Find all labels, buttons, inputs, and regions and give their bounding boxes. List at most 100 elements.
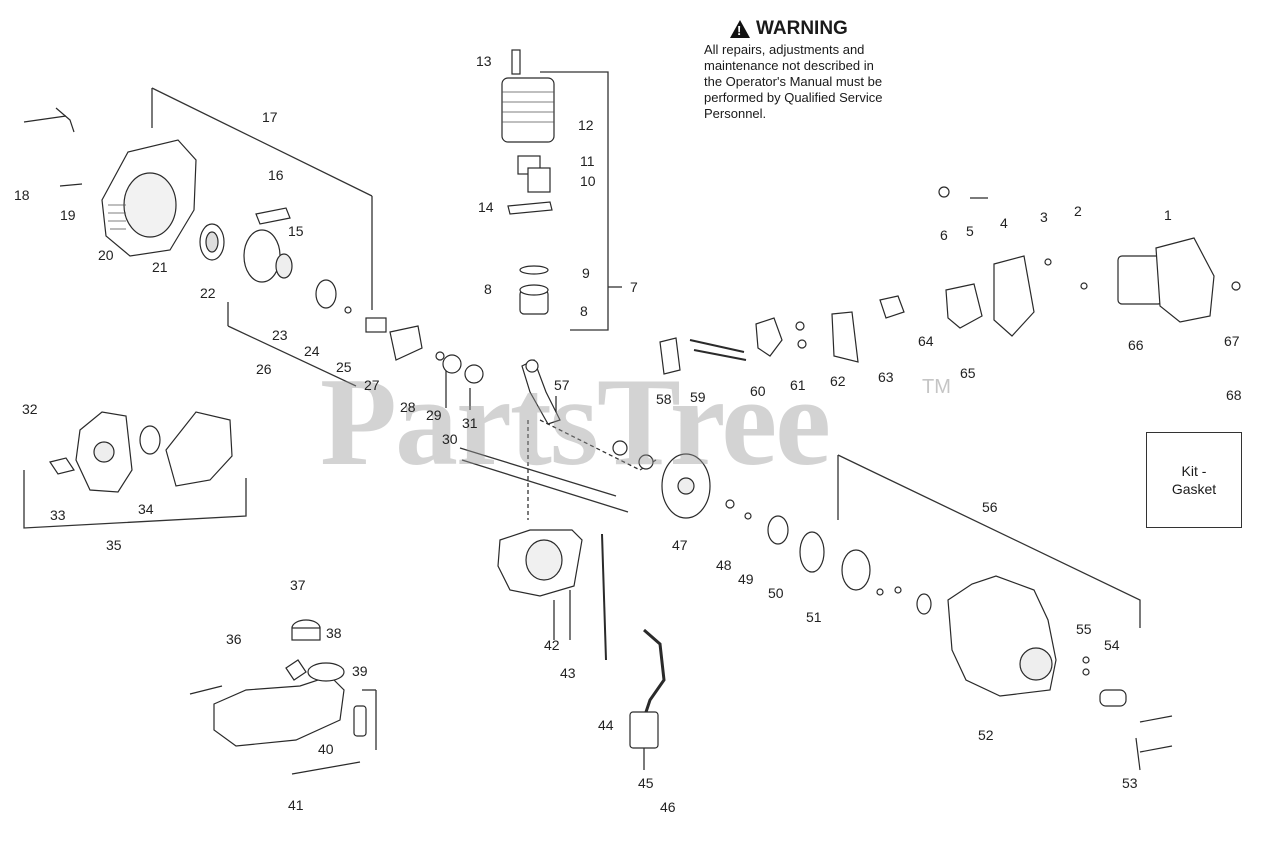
callout-7[interactable]: 7	[630, 279, 638, 295]
callout-38[interactable]: 38	[326, 625, 342, 641]
callout-45[interactable]: 45	[638, 775, 654, 791]
callout-51[interactable]: 51	[806, 609, 822, 625]
callout-33[interactable]: 33	[50, 507, 66, 523]
callout-37[interactable]: 37	[290, 577, 306, 593]
callout-61[interactable]: 61	[790, 377, 806, 393]
callout-50[interactable]: 50	[768, 585, 784, 601]
callout-39[interactable]: 39	[352, 663, 368, 679]
callout-58[interactable]: 58	[656, 391, 672, 407]
callout-62[interactable]: 62	[830, 373, 846, 389]
warning-triangle-icon	[730, 20, 750, 38]
callout-9[interactable]: 9	[582, 265, 590, 281]
callout-5[interactable]: 5	[966, 223, 974, 239]
callout-11[interactable]: 11	[580, 153, 595, 169]
callout-67[interactable]: 67	[1224, 333, 1240, 349]
callout-4[interactable]: 4	[1000, 215, 1008, 231]
callout-2[interactable]: 2	[1074, 203, 1082, 219]
callout-3[interactable]: 3	[1040, 209, 1048, 225]
callout-8a[interactable]: 8	[484, 281, 492, 297]
callout-35[interactable]: 35	[106, 537, 122, 553]
callout-12[interactable]: 12	[578, 117, 594, 133]
callout-13[interactable]: 13	[476, 53, 492, 69]
callout-18[interactable]: 18	[14, 187, 30, 203]
part-53-screw-a	[1139, 715, 1173, 723]
callout-23[interactable]: 23	[272, 327, 288, 343]
callout-10[interactable]: 10	[580, 173, 596, 189]
callout-57[interactable]: 57	[554, 377, 570, 393]
kit-label: Kit -	[1181, 463, 1207, 479]
callout-1[interactable]: 1	[1164, 207, 1172, 223]
callout-49[interactable]: 49	[738, 571, 754, 587]
callout-15[interactable]: 15	[288, 223, 304, 239]
part-45-module	[629, 711, 659, 749]
part-27-sleeve	[365, 317, 387, 333]
axis-line-30	[459, 447, 617, 497]
part-pinion-b	[638, 454, 654, 470]
part-18-rod	[23, 115, 67, 123]
callout-59[interactable]: 59	[690, 389, 706, 405]
warning-line-5: Personnel.	[704, 106, 767, 121]
callout-32[interactable]: 32	[22, 401, 38, 417]
callout-64[interactable]: 64	[918, 333, 934, 349]
callout-66[interactable]: 66	[1128, 337, 1144, 353]
callout-54[interactable]: 54	[1104, 637, 1120, 653]
callout-28[interactable]: 28	[400, 399, 416, 415]
part-66-filter	[1117, 255, 1163, 305]
callout-65[interactable]: 65	[960, 365, 976, 381]
callout-29[interactable]: 29	[426, 407, 442, 423]
part-28-coil	[389, 325, 423, 361]
callout-52[interactable]: 52	[978, 727, 994, 743]
part-39-filter	[353, 705, 367, 737]
callout-53[interactable]: 53	[1122, 775, 1138, 791]
callout-34[interactable]: 34	[138, 501, 154, 517]
part-10-gasket	[527, 167, 551, 193]
callout-25[interactable]: 25	[336, 359, 352, 375]
callout-22[interactable]: 22	[200, 285, 216, 301]
callout-17[interactable]: 17	[262, 109, 278, 125]
callout-43[interactable]: 43	[560, 665, 576, 681]
part-8-piston-top	[519, 284, 549, 296]
callout-8b[interactable]: 8	[580, 303, 588, 319]
callout-27[interactable]: 27	[364, 377, 380, 393]
axis-line-30b	[461, 459, 629, 513]
kit-gasket-box[interactable]: Kit - Gasket	[1146, 432, 1242, 528]
callout-24[interactable]: 24	[304, 343, 320, 359]
callout-41[interactable]: 41	[288, 797, 304, 813]
callout-30[interactable]: 30	[442, 431, 458, 447]
callout-44[interactable]: 44	[598, 717, 614, 733]
callout-31[interactable]: 31	[462, 415, 478, 431]
callout-36[interactable]: 36	[226, 631, 242, 647]
part-15-handle	[255, 207, 291, 225]
part-2-screw	[1080, 282, 1088, 290]
callout-55[interactable]: 55	[1076, 621, 1092, 637]
part-nut-c	[916, 593, 932, 615]
part-36-screw	[189, 685, 223, 695]
part-30-bearing	[442, 354, 462, 374]
callout-40[interactable]: 40	[318, 741, 334, 757]
callout-60[interactable]: 60	[750, 383, 766, 399]
callout-20[interactable]: 20	[98, 247, 114, 263]
part-6-knob	[938, 186, 950, 198]
part-19-screw	[59, 183, 83, 187]
callout-42[interactable]: 42	[544, 637, 560, 653]
part-40-tank	[213, 675, 345, 747]
callout-48[interactable]: 48	[716, 557, 732, 573]
part-43-bore	[525, 539, 563, 581]
callout-47[interactable]: 47	[672, 537, 688, 553]
callout-46[interactable]: 46	[660, 799, 676, 815]
callout-14[interactable]: 14	[478, 199, 494, 215]
callout-16[interactable]: 16	[268, 167, 284, 183]
callout-21[interactable]: 21	[152, 259, 168, 275]
part-53-screw-b	[1139, 745, 1173, 753]
callout-63[interactable]: 63	[878, 369, 894, 385]
callout-26[interactable]: 26	[256, 361, 272, 377]
part-pinion-a	[612, 440, 628, 456]
callout-6[interactable]: 6	[940, 227, 948, 243]
callout-68[interactable]: 68	[1226, 387, 1242, 403]
part-51-pulley	[799, 531, 825, 573]
warning-notice: WARNING All repairs, adjustments and mai…	[704, 18, 944, 122]
callout-56[interactable]: 56	[982, 499, 998, 515]
part-nut-a	[876, 588, 884, 596]
callout-19[interactable]: 19	[60, 207, 76, 223]
